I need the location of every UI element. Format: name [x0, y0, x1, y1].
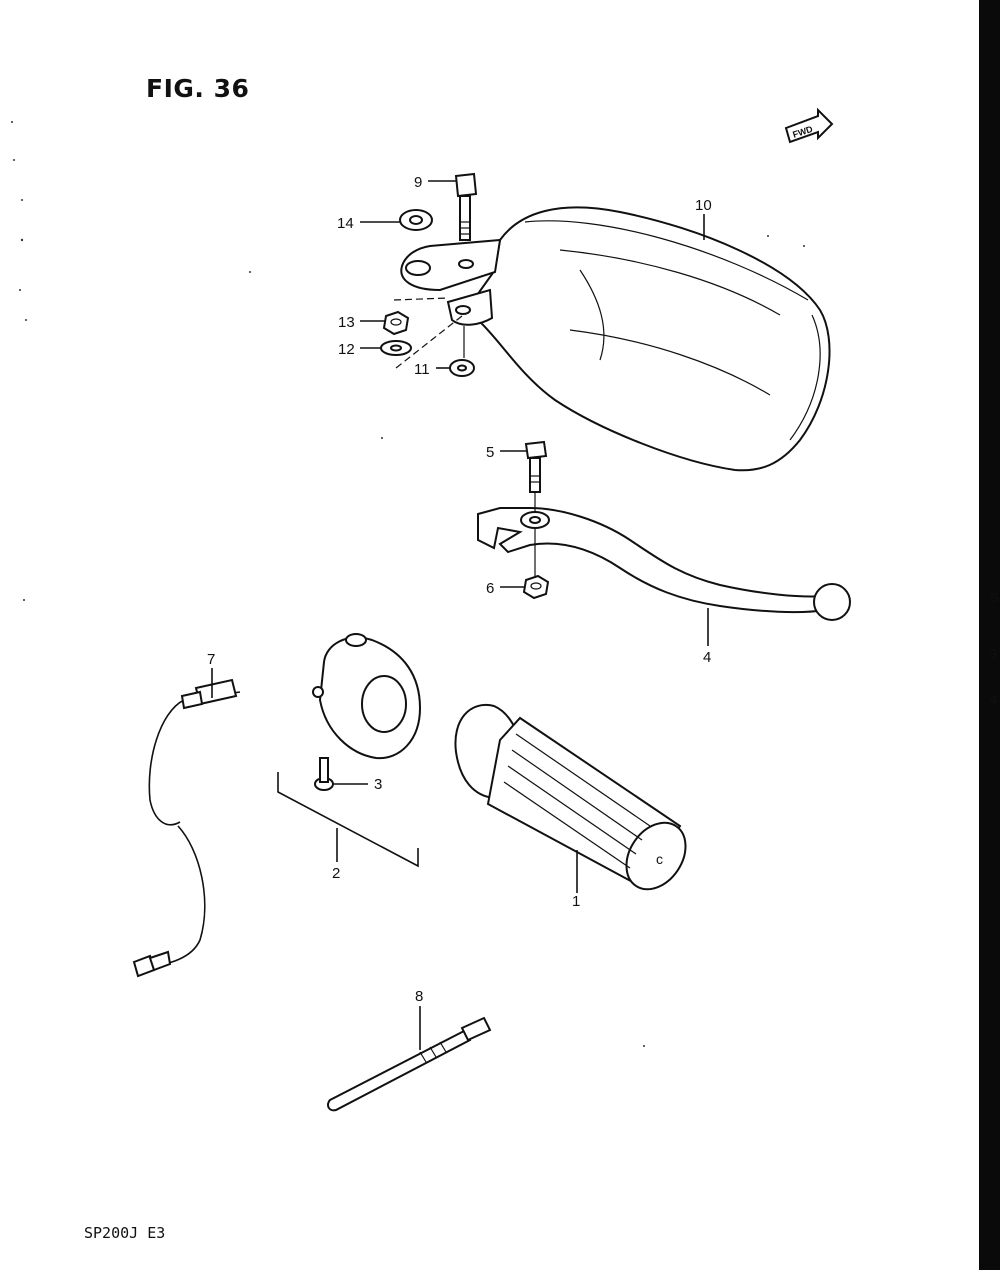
edge-fragment-s: S: [990, 590, 999, 605]
part-14-washer: [399, 209, 433, 231]
callout-1: 1: [572, 893, 580, 910]
callout-10: 10: [695, 197, 712, 214]
model-code: SP200J E3: [84, 1224, 166, 1242]
callout-7: 7: [207, 651, 215, 668]
part-5-pivot-bolt: [524, 440, 548, 493]
part-10-hand-guard: [400, 206, 831, 472]
part-9-bolt: [454, 172, 478, 241]
scan-specks: [11, 121, 805, 1047]
callout-11: 11: [414, 361, 430, 378]
edge-fragment-4: 4: [990, 692, 998, 707]
fwd-arrow-icon: FWD: [784, 107, 834, 144]
callout-2: 2: [332, 865, 340, 882]
part-1-grip: c: [454, 703, 687, 891]
callout-9: 9: [414, 174, 422, 191]
part-13-nut: [382, 310, 410, 336]
svg-text:c: c: [656, 851, 663, 867]
callout-6: 6: [486, 580, 494, 597]
edge-fragment-3: 3: [990, 646, 998, 661]
callout-5: 5: [486, 444, 494, 461]
part-11-washer: [449, 359, 475, 377]
part-4-lever: [477, 507, 851, 621]
part-12-washer: [380, 340, 412, 356]
part-2-switch-housing: [312, 633, 422, 760]
callout-8: 8: [415, 988, 423, 1005]
part-6-nut: [522, 574, 550, 600]
leader-lines: [211, 180, 709, 1050]
part-7-wire-harness: [132, 678, 241, 978]
callout-12: 12: [338, 341, 355, 358]
page-edge-shadow: [979, 0, 1000, 1270]
callout-4: 4: [703, 649, 711, 666]
callout-3: 3: [374, 776, 382, 793]
figure-title: FIG. 36: [146, 74, 250, 103]
callout-labels: 9 14 10 13 12 11 5 6 4 7 3 2 1 8: [207, 174, 712, 1005]
callout-14: 14: [337, 215, 354, 232]
part-3-screw: [314, 757, 334, 791]
part-8-cable-tie: [327, 1016, 492, 1112]
callout-13: 13: [338, 314, 355, 331]
